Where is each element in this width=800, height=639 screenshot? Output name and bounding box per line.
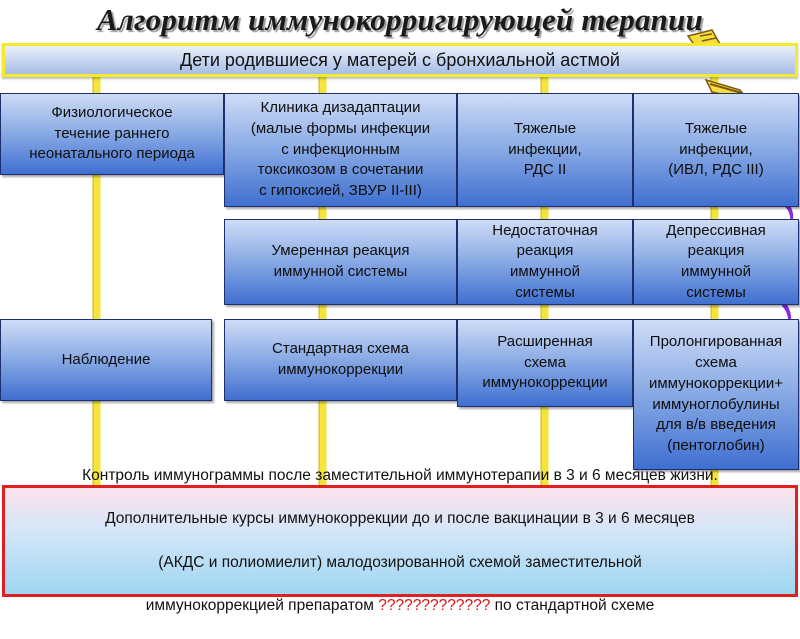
- box-physiological-course-text: Физиологическое течение раннего неонатал…: [29, 103, 195, 163]
- box-critical-infections-text: Тяжелые инфекции, (ИВЛ, РДС III): [668, 119, 764, 179]
- box-observation-text: Наблюдение: [61, 350, 151, 368]
- population-banner: Дети родившиеся у матерей с бронхиальной…: [2, 43, 798, 77]
- box-extended-scheme: Расширенная схема иммунокоррекции: [457, 319, 633, 407]
- box-prolonged-scheme: Пролонгированная схема иммунокоррекции+ …: [633, 319, 799, 470]
- page-title: Алгоритм иммунокорригирующей терапии: [97, 2, 703, 37]
- box-maladaptation-clinic-text: Клиника дизадаптации (малые формы инфекц…: [250, 99, 431, 200]
- box-depressive-reaction: Депрессивная реакция иммунной системы: [633, 219, 799, 305]
- box-extended-scheme-text: Расширенная схема иммунокоррекции: [482, 332, 608, 392]
- box-depressive-reaction-text: Депрессивная реакция иммунной системы: [666, 221, 766, 301]
- box-observation: Наблюдение: [0, 319, 212, 401]
- box-standard-scheme: Стандартная схема иммунокоррекции: [224, 319, 457, 401]
- control-panel: Контроль иммунограммы после заместительн…: [2, 467, 798, 614]
- box-insufficient-reaction-text: Недостаточная реакция иммунной системы: [492, 221, 598, 301]
- box-severe-infections: Тяжелые инфекции, РДС II: [457, 93, 633, 207]
- population-banner-text: Дети родившиеся у матерей с бронхиальной…: [180, 49, 620, 70]
- box-standard-scheme-text: Стандартная схема иммунокоррекции: [272, 340, 409, 378]
- box-severe-infections-text: Тяжелые инфекции, РДС II: [508, 119, 582, 179]
- box-critical-infections: Тяжелые инфекции, (ИВЛ, РДС III): [633, 93, 799, 207]
- control-line-1: Контроль иммунограммы после заместительн…: [82, 467, 718, 485]
- control-line-4: иммунокоррекцией препаратом ????????????…: [82, 595, 718, 617]
- control-line-3: (АКДС и полиомиелит) малодозированной сх…: [158, 553, 642, 571]
- box-physiological-course: Физиологическое течение раннего неонатал…: [0, 93, 224, 175]
- box-moderate-reaction: Умеренная реакция иммунной системы: [224, 219, 457, 305]
- control-line-2: Дополнительные курсы иммунокоррекции до …: [105, 510, 695, 528]
- box-maladaptation-clinic: Клиника дизадаптации (малые формы инфекц…: [224, 93, 457, 207]
- box-prolonged-scheme-text: Пролонгированная схема иммунокоррекции+ …: [648, 333, 784, 454]
- box-moderate-reaction-text: Умеренная реакция иммунной системы: [271, 242, 410, 280]
- box-insufficient-reaction: Недостаточная реакция иммунной системы: [457, 219, 633, 305]
